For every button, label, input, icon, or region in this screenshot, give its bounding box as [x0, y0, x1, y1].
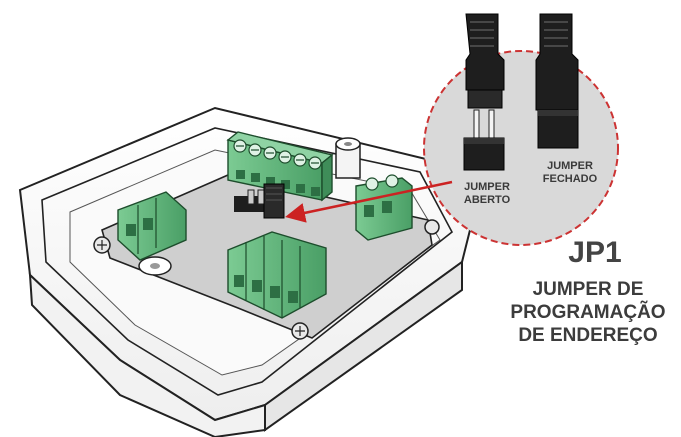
- closed-jumper-label-line2: FECHADO: [542, 173, 598, 185]
- jp1-jumper-header: [234, 183, 285, 219]
- terminal-block-left: [117, 191, 187, 261]
- terminal-block-right: [355, 174, 413, 241]
- zoom-callout: [423, 50, 619, 246]
- closed-jumper-label-line1: JUMPER: [547, 160, 593, 172]
- pointer-arrow: [285, 180, 453, 223]
- closed-jumper-icon: [535, 13, 579, 149]
- mounting-post-front: [138, 256, 172, 276]
- terminal-block-back: [226, 131, 334, 202]
- caption-line-1: JUMPER DE: [532, 279, 644, 300]
- board-screw-bottom: [291, 322, 309, 340]
- jp1-title: JP1: [568, 236, 622, 269]
- open-jumper-icon: [463, 109, 505, 171]
- board-screw-left: [93, 236, 111, 254]
- mounting-post-back: [335, 137, 361, 179]
- caption-line-2: PROGRAMAÇÃO: [510, 302, 666, 323]
- jumper-cap-icon: [465, 13, 505, 109]
- open-jumper-label-line2: ABERTO: [463, 194, 511, 206]
- caption-line-3: DE ENDEREÇO: [518, 325, 658, 346]
- board-screw-right: [424, 219, 440, 235]
- terminal-block-front: [227, 231, 327, 319]
- open-jumper-label-line1: JUMPER: [464, 181, 510, 193]
